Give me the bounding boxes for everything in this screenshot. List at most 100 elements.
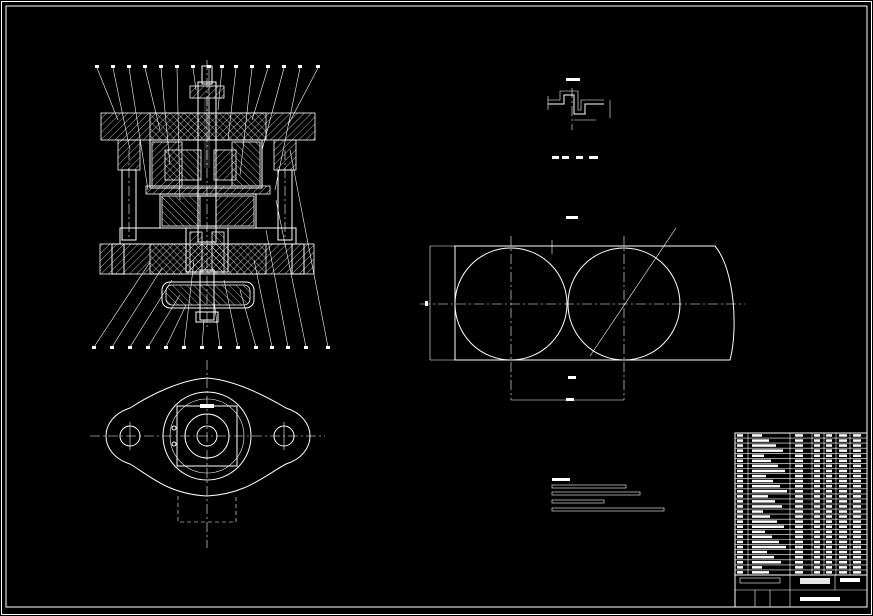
parts-list-cell-text [737,454,743,457]
parts-list-cell-text [795,449,803,452]
parts-list-cell-text [737,566,743,569]
parts-list-cell-text [853,510,861,513]
parts-list-cell-text [752,454,764,457]
parts-list-cell-text [853,479,861,483]
parts-list-cell-text [814,449,820,452]
parts-list-cell-text [826,555,832,559]
parts-list-cell-text [795,490,803,493]
parts-list-cell-text [795,474,803,478]
parts-list-cell-text [795,525,803,528]
parts-list-cell-text [752,515,770,518]
parts-list-cell-text [737,571,743,574]
parts-list-cell-text [737,545,743,549]
parts-list-cell-text [737,561,743,564]
parts-list-cell-text [839,469,847,473]
parts-list-cell-text [737,484,743,488]
parts-list-cell-text [839,495,847,498]
parts-list-cell-text [853,449,861,452]
parts-list-cell-text [795,484,803,488]
parts-list-cell-text [826,479,832,483]
parts-list-cell-text [795,530,803,534]
parts-list-cell-text [853,490,861,493]
parts-list-cell-text [826,535,832,539]
parts-list-cell-text [795,500,803,503]
parts-list-cell-text [814,540,820,544]
parts-list-cell-text [795,434,803,437]
parts-list-cell-text [814,525,820,528]
parts-list-cell-text [826,525,832,528]
parts-list-cell-text [814,530,820,534]
parts-list-cell-text [795,550,803,554]
parts-list-cell-text [826,505,832,508]
parts-list-cell-text [814,444,820,447]
parts-list-cell-text [853,500,861,503]
parts-list-cell-text [795,495,803,498]
parts-list-cell-text [737,495,743,498]
parts-list-title-block [734,432,868,608]
parts-list-cell-text [814,561,820,564]
parts-list-cell-text [737,469,743,473]
parts-list-cell-text [752,464,778,468]
parts-list-cell-text [853,545,861,549]
parts-list-cell-text [737,520,743,523]
parts-list-cell-text [826,520,832,523]
parts-list-cell-text [814,479,820,483]
technical-notes [551,478,665,512]
parts-list-cell-text [795,535,803,539]
parts-list-cell-text [752,449,783,452]
parts-list-cell-text [814,566,820,569]
parts-list-cell-text [826,515,832,518]
parts-list-cell-text [826,469,832,473]
parts-list-cell-text [839,464,847,468]
parts-list-cell-text [814,535,820,539]
parts-list-cell-text [737,449,743,452]
parts-list-cell-text [839,515,847,518]
parts-list-cell-text [737,464,743,468]
parts-list-cell-text [814,474,820,478]
parts-list-cell-text [853,459,861,463]
parts-list-cell-text [826,449,832,452]
parts-list-cell-text [826,530,832,534]
parts-list-cell-text [737,515,743,518]
parts-list-cell-text [826,500,832,503]
parts-list-cell-text [814,510,820,513]
parts-list-cell-text [752,525,784,528]
parts-list-cell-text [752,561,781,564]
parts-list-cell-text [853,525,861,528]
parts-list-cell-text [839,566,847,569]
parts-list-cell-text [826,454,832,457]
parts-list-cell-text [795,520,803,523]
parts-list-cell-text [853,561,861,564]
parts-list-cell-text [737,490,743,493]
parts-list-cell-text [839,459,847,463]
parts-list-cell-text [737,500,743,503]
parts-list-cell-text [826,566,832,569]
parts-list-cell-text [839,439,847,442]
parts-list-cell-text [839,545,847,549]
parts-list-cell-text [795,444,803,447]
parts-list-cell-text [826,474,832,478]
parts-list-cell-text [752,484,780,488]
parts-list-cell-text [795,571,803,574]
parts-list-cell-text [752,444,776,447]
parts-list-cell-text [853,505,861,508]
parts-list-cell-text [814,439,820,442]
parts-list-cell-text [853,540,861,544]
parts-list-cell-text [752,550,767,554]
parts-list-cell-text [839,490,847,493]
parts-list-cell-text [826,545,832,549]
parts-list-cell-text [752,510,763,513]
parts-list-cell-text [752,500,775,503]
parts-list-cell-text [752,469,785,473]
parts-list-cell-text [795,439,803,442]
parts-list-cell-text [839,561,847,564]
parts-list-cell-text [795,464,803,468]
parts-list-cell-text [752,566,762,569]
parts-list-cell-text [853,515,861,518]
parts-list-cell-text [839,484,847,488]
parts-list-cell-text [795,515,803,518]
parts-list-cell-text [737,444,743,447]
parts-list-cell-text [853,520,861,523]
parts-list-cell-text [737,555,743,559]
parts-list-cell-text [814,545,820,549]
